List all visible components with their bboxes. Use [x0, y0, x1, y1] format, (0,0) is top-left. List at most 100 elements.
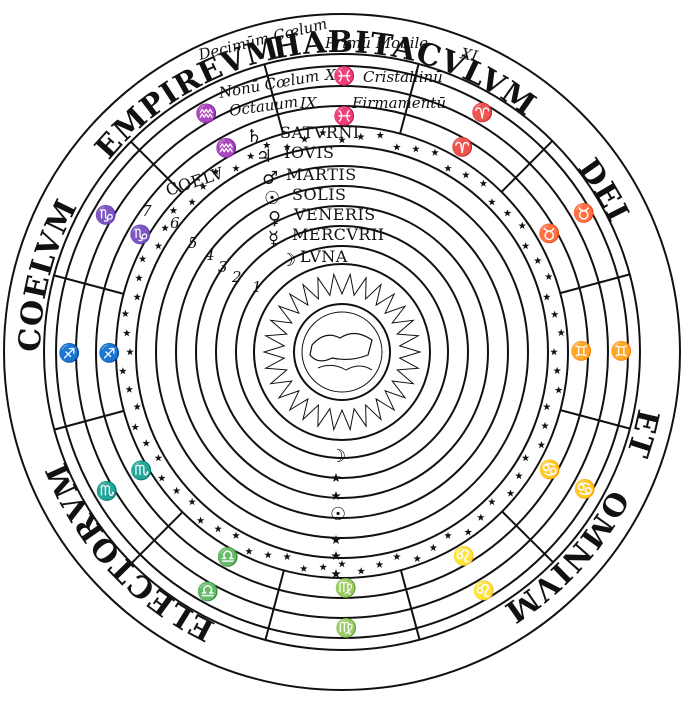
star-icon	[172, 486, 181, 495]
star-icon	[133, 293, 141, 301]
star-icon	[376, 131, 384, 139]
column-sun-icon: ☉	[330, 504, 346, 525]
star-icon	[553, 366, 561, 375]
ring-saturn	[135, 145, 549, 559]
taurus-icon: ♉	[573, 202, 595, 224]
star-icon	[412, 145, 420, 153]
planet-label-saturn: SATVRNI	[280, 123, 360, 142]
star-icon	[125, 385, 134, 393]
star-icon	[331, 473, 341, 482]
zodiac-divider	[130, 140, 183, 194]
sphere-number-6: 6	[170, 214, 180, 232]
planet-label-mercury: MERCVRII	[292, 225, 385, 244]
outer-word-et: ET	[619, 406, 665, 462]
sphere-rings	[3, 13, 681, 691]
mercury-icon: ☿	[268, 228, 279, 249]
libra-icon: ♎	[217, 546, 239, 568]
star-icon	[338, 560, 346, 568]
star-icon	[537, 441, 546, 449]
sphere-number-3: 3	[218, 258, 228, 276]
star-icon	[232, 531, 240, 539]
star-icon	[541, 421, 549, 430]
star-icon	[503, 209, 512, 217]
planet-column: ☽ ☉	[330, 446, 346, 525]
ring-zodiac	[115, 125, 569, 579]
column-moon-icon: ☽	[330, 446, 346, 467]
star-icon	[357, 567, 365, 575]
aries-icon: ♈	[471, 102, 493, 124]
star-icon	[119, 367, 127, 375]
ring-crystallinum	[75, 85, 609, 619]
label-crystallinum: Cristallinū	[363, 68, 443, 86]
ring-primum-mobile	[55, 65, 629, 639]
leo-icon: ♌	[473, 580, 495, 602]
scorpio-icon: ♏	[96, 480, 118, 502]
star-icon	[429, 543, 438, 551]
planet-label-moon: LVNA	[300, 247, 348, 266]
star-icon	[319, 563, 327, 571]
ring-empyrean-outer	[3, 13, 681, 691]
ring-sun	[195, 205, 489, 499]
planet-labels: COELV ♄ SATVRNI ♃ IOVIS ♂ MARTIS ☉ SOLIS…	[163, 123, 384, 271]
star-icon	[515, 471, 523, 480]
star-icon	[300, 564, 308, 572]
star-icon	[245, 547, 253, 555]
label-primum-mobile: Primū Mobile	[324, 34, 428, 52]
zodiac-divider	[560, 409, 631, 430]
capricorn-icon: ♑	[129, 224, 151, 246]
outer-word-omnium: OMNIVM	[498, 484, 635, 629]
star-icon	[232, 164, 240, 172]
star-icon	[375, 560, 384, 568]
libra-icon: ♎	[197, 581, 219, 603]
scorpio-icon: ♏	[130, 460, 152, 482]
zodiac-divider	[53, 274, 124, 295]
star-icon	[133, 402, 141, 411]
star-icon	[138, 255, 147, 263]
star-icon	[331, 569, 341, 578]
star-icon	[331, 491, 341, 500]
earth-landmass	[309, 332, 373, 362]
star-icon	[283, 552, 291, 560]
star-icon	[283, 143, 291, 151]
star-icon	[544, 272, 553, 280]
ring-venus	[215, 225, 469, 479]
label-numeral-xi: XI	[458, 44, 480, 65]
zodiac-divider	[559, 273, 630, 295]
planet-label-jupiter: IOVIS	[284, 143, 335, 162]
label-numeral-ix: IX	[299, 94, 318, 112]
star-icon	[506, 489, 515, 497]
sun-icon: ☉	[264, 188, 280, 209]
jupiter-icon: ♃	[256, 146, 272, 167]
star-icon	[246, 152, 255, 160]
aquarius-icon: ♒	[195, 103, 217, 125]
star-icon	[188, 497, 196, 506]
star-icon	[357, 132, 365, 141]
sphere-number-5: 5	[188, 234, 198, 252]
star-icon	[521, 454, 530, 462]
firmament-stars	[119, 128, 565, 578]
star-icon	[413, 554, 421, 562]
saturn-icon: ♄	[246, 126, 262, 147]
ring-empyrean-inner	[43, 53, 641, 651]
gemini-icon: ♊	[570, 340, 592, 362]
cancer-icon: ♋	[574, 478, 596, 500]
zodiac-ring: ♈♈♉♉♊♊♋♋♌♌♍♍♎♎♏♏♐♐♑♑♒♒♓♓	[58, 65, 632, 639]
outer-word-coelum: COELVM	[13, 194, 85, 353]
virgo-icon: ♍	[335, 617, 357, 639]
star-icon	[263, 141, 271, 149]
star-icon	[161, 224, 169, 232]
star-icon	[154, 242, 163, 250]
gemini-icon: ♊	[610, 340, 632, 362]
aquarius-icon: ♒	[215, 137, 237, 159]
star-icon	[212, 167, 220, 175]
zodiac-divider	[500, 140, 554, 193]
star-icon	[331, 535, 341, 544]
planet-label-mars: MARTIS	[286, 165, 357, 184]
star-icon	[550, 310, 559, 318]
star-icon	[431, 148, 439, 156]
zodiac-dividers	[53, 63, 631, 641]
star-icon	[557, 328, 565, 337]
star-icon	[196, 516, 205, 524]
star-icon	[331, 551, 341, 560]
star-icon	[550, 348, 558, 356]
